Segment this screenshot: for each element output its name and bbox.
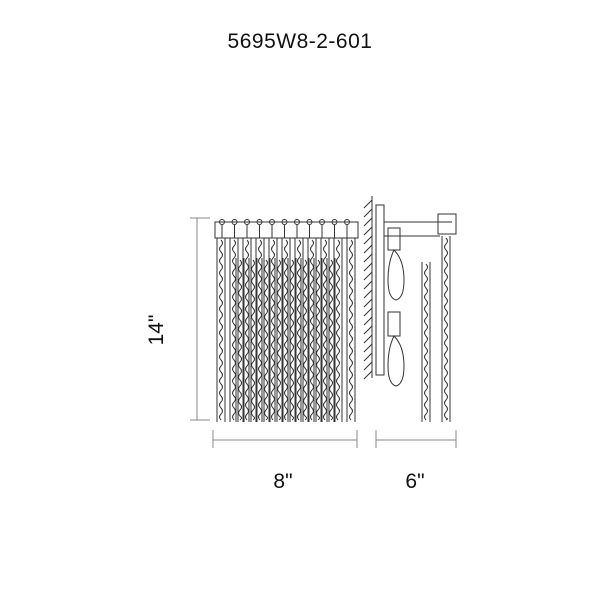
outer-strand-wave — [297, 239, 301, 421]
inner-strand-wave — [303, 259, 307, 421]
outer-strand — [346, 238, 356, 422]
outer-strand — [333, 238, 343, 422]
hatch-line — [363, 298, 373, 308]
side-backplate — [375, 204, 385, 376]
side-strand-front — [441, 236, 451, 422]
hatch-line — [363, 316, 373, 326]
inner-strand — [261, 258, 271, 422]
hatch-line — [363, 253, 373, 263]
inner-strand — [326, 258, 336, 422]
side-strand-back-wave — [424, 263, 428, 421]
side-view — [363, 196, 457, 422]
hatch-line — [363, 280, 373, 290]
side-arm-head — [437, 213, 457, 235]
depth-dimension-label: 6" — [405, 470, 424, 493]
inner-strand-wave — [329, 259, 333, 421]
outer-strand-wave — [336, 239, 340, 421]
inner-strand — [274, 258, 284, 422]
width-dimension-label: 8" — [273, 470, 292, 493]
outer-strand-wave — [271, 239, 275, 421]
model-number-title: 5695W8-2-601 — [227, 30, 373, 53]
hatch-line — [363, 262, 373, 272]
inner-strand-wave — [277, 259, 281, 421]
wall-hatching — [363, 199, 373, 380]
outer-strand-wave — [232, 239, 236, 421]
lower-socket — [387, 311, 401, 337]
hatch-line — [363, 325, 373, 335]
inner-strand — [313, 258, 323, 422]
dimension-lines — [190, 217, 457, 448]
inner-strand-wave — [251, 259, 255, 421]
inner-strand — [235, 258, 245, 422]
inner-strand — [287, 258, 297, 422]
upper-socket — [387, 227, 401, 251]
outer-strand-wave — [245, 239, 249, 421]
hatch-line — [363, 343, 373, 353]
hatch-line — [363, 334, 373, 344]
outer-strand — [229, 238, 239, 422]
hatch-line — [363, 235, 373, 245]
outer-crystal-strands — [216, 238, 356, 422]
hatch-line — [363, 199, 373, 209]
hatch-line — [363, 352, 373, 362]
upper-bulb — [387, 249, 405, 301]
hatch-line — [363, 226, 373, 236]
outer-strand-wave — [323, 239, 327, 421]
front-view — [214, 219, 359, 422]
lower-bulb — [387, 335, 405, 387]
hatch-line — [363, 307, 373, 317]
hatch-line — [363, 244, 373, 254]
side-strand-front-wave — [444, 237, 448, 421]
inner-strand-wave — [264, 259, 268, 421]
outer-strand-wave — [258, 239, 262, 421]
height-dimension-label: 14" — [145, 315, 168, 346]
hatch-line — [363, 271, 373, 281]
inner-strand-wave — [238, 259, 242, 421]
hatch-line — [363, 208, 373, 218]
outer-strand — [216, 238, 226, 422]
inner-strand — [300, 258, 310, 422]
hatch-line — [363, 217, 373, 227]
inner-crystal-strands — [235, 258, 336, 422]
hook-row — [219, 219, 350, 238]
inner-strand — [248, 258, 258, 422]
hatch-line — [363, 289, 373, 299]
outer-strand-wave — [310, 239, 314, 421]
inner-strand-wave — [316, 259, 320, 421]
side-strand-back — [421, 262, 431, 422]
outer-strand-wave — [349, 239, 353, 421]
outer-strand-wave — [219, 239, 223, 421]
side-crystal-strands — [421, 236, 451, 422]
inner-strand-wave — [290, 259, 294, 421]
front-canopy-bar — [214, 221, 359, 239]
hatch-line — [363, 361, 373, 371]
hatch-line — [363, 370, 373, 380]
outer-strand-wave — [284, 239, 288, 421]
